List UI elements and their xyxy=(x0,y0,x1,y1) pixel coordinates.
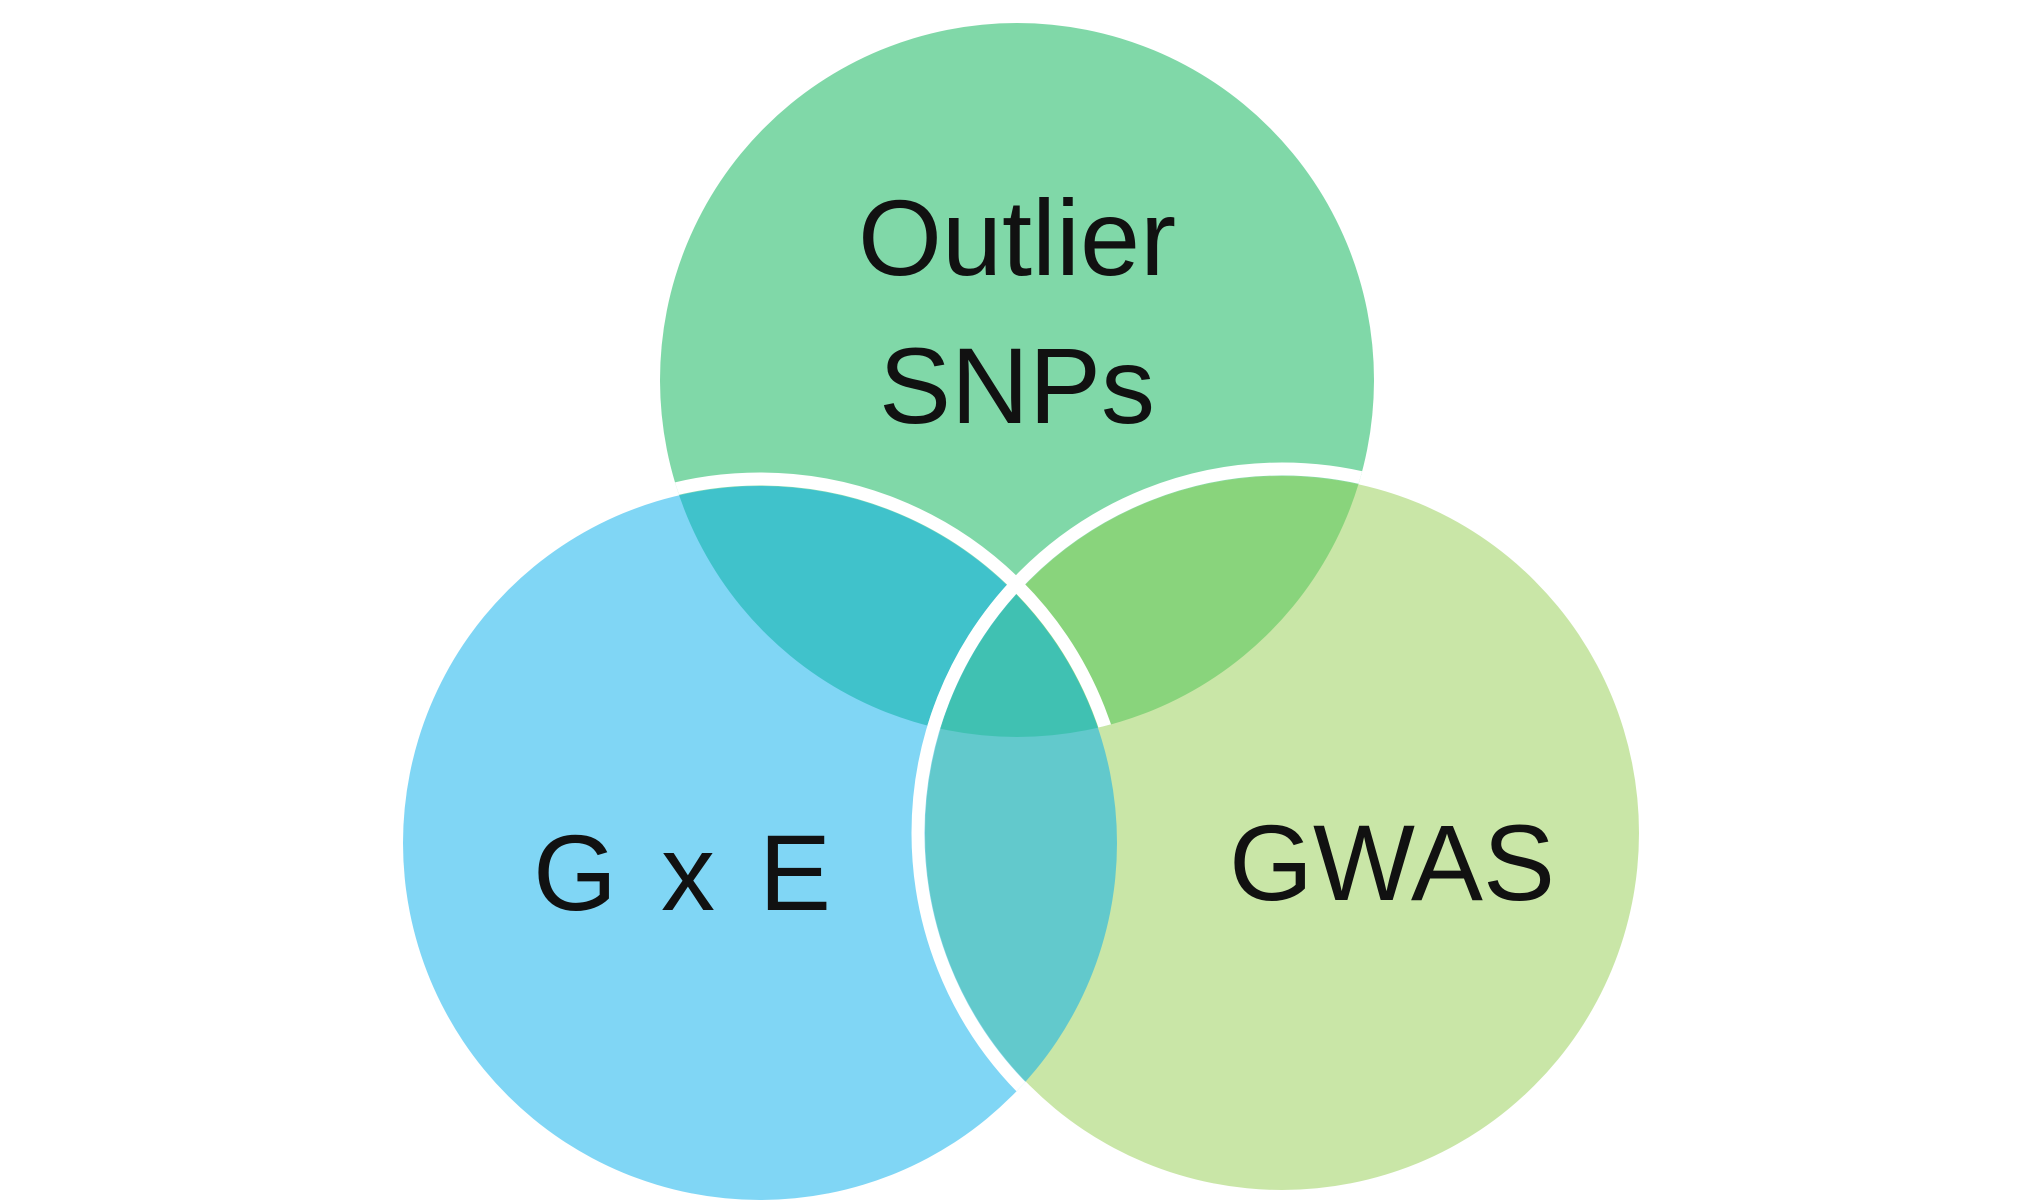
gwas-outline-arc-lower xyxy=(911,486,1117,1200)
gxe-outline-arc xyxy=(660,472,1131,737)
gwas-label: GWAS xyxy=(1229,802,1555,923)
outlier-gwas-overlap xyxy=(925,476,1374,737)
outlier-label-line1: Outlier xyxy=(858,177,1176,298)
outlier-label-line2: SNPs xyxy=(879,325,1155,446)
outlier-gxe-overlap xyxy=(660,486,1117,737)
gxe-label: G x E xyxy=(533,812,831,933)
gwas-outline-arc xyxy=(911,462,1374,737)
